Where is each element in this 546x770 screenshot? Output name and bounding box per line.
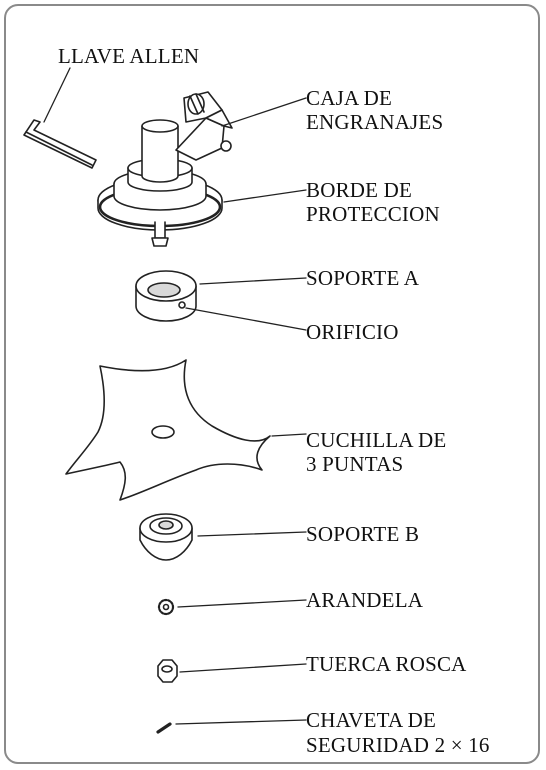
label-cotter-pin-line1: CHAVETA DE — [306, 708, 437, 732]
cotter-pin-part — [156, 722, 172, 734]
nut-part — [157, 659, 178, 683]
label-nut: TUERCA ROSCA — [306, 652, 467, 676]
label-blade-line2: 3 PUNTAS — [306, 452, 404, 476]
label-washer: ARANDELA — [306, 588, 424, 612]
label-support-a: SOPORTE A — [306, 266, 420, 290]
diagram-frame — [4, 4, 540, 764]
label-support-b: SOPORTE B — [306, 522, 420, 546]
support-b-part — [139, 513, 193, 561]
label-guard-rim-line1: BORDE DE — [306, 178, 413, 202]
label-cotter-pin-line2: SEGURIDAD 2 × 16 — [306, 733, 490, 757]
gear-box-part — [97, 91, 233, 247]
label-gear-box-line2: ENGRANAJES — [306, 110, 444, 134]
label-guard-rim-line2: PROTECCION — [306, 202, 440, 226]
label-gear-box-line1: CAJA DE — [306, 86, 392, 110]
label-hole: ORIFICIO — [306, 320, 399, 344]
allen-key-part — [23, 119, 97, 169]
three-point-blade-part — [65, 359, 271, 501]
washer-part — [157, 598, 175, 616]
support-a-part — [135, 270, 197, 322]
leader-lines — [43, 67, 307, 725]
label-allen-key: LLAVE ALLEN — [58, 44, 200, 68]
label-blade-line1: CUCHILLA DE — [306, 428, 447, 452]
